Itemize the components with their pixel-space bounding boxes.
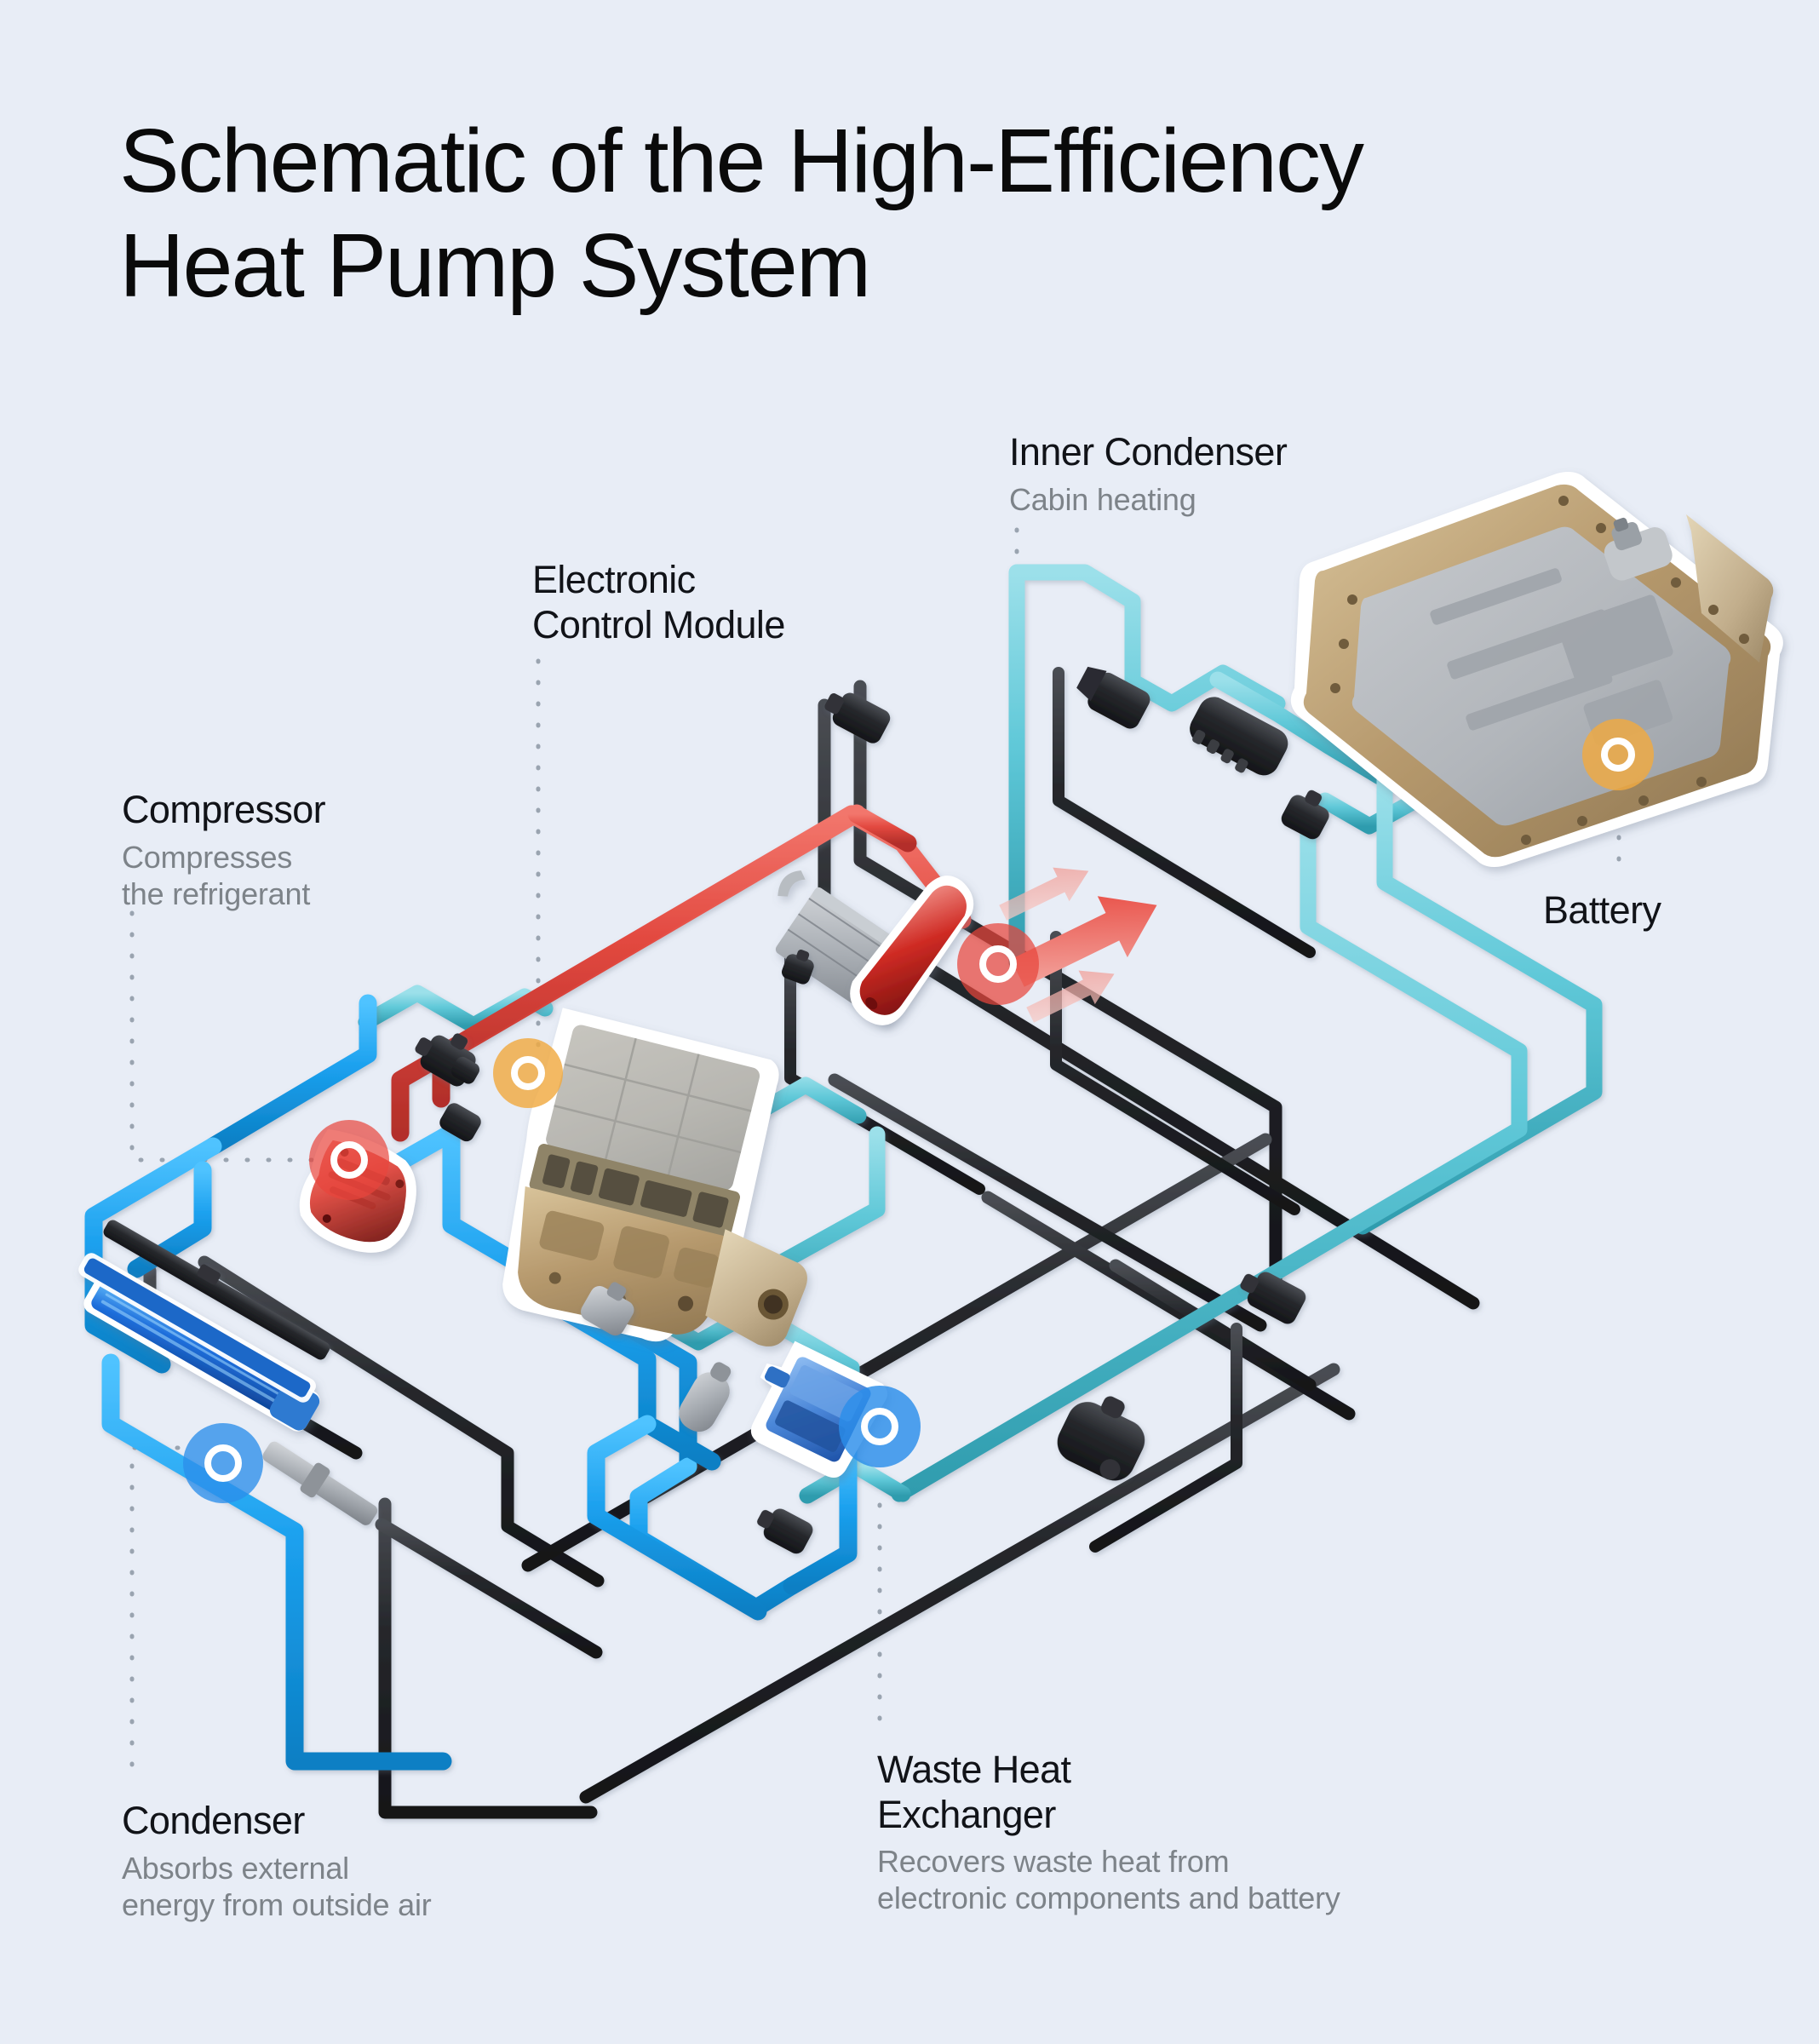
label-compressor-subtitle: Compresses the refrigerant	[122, 839, 311, 911]
valve-coolant-junction	[1076, 666, 1151, 729]
valve-top-center	[824, 692, 891, 744]
coolant-right-long	[891, 801, 1528, 1502]
valve-right-lower	[1240, 1272, 1306, 1324]
marker-compressor[interactable]	[309, 1120, 389, 1200]
label-inner-condenser[interactable]: Inner Condenser Cabin heating	[1009, 430, 1288, 518]
valve-silver-mid	[581, 1282, 634, 1336]
inline-valves	[415, 666, 1329, 1554]
black-pipe-network	[143, 667, 1480, 1819]
page-title: Schematic of the High-Efficiency Heat Pu…	[119, 109, 1397, 319]
label-condenser[interactable]: Condenser Absorbs external energy from o…	[122, 1799, 432, 1923]
heat-arrows-group	[999, 867, 1157, 1023]
page-title-line-2: Heat Pump System	[119, 215, 871, 316]
label-waste-heat-exchanger-title: Waste Heat Exchanger	[877, 1748, 1071, 1836]
label-electronic-control-module-title: Electronic Control Module	[532, 558, 785, 646]
component-markers[interactable]	[183, 719, 1654, 1503]
condenser-bracket	[262, 1441, 378, 1525]
leader-condenser	[129, 1445, 200, 1767]
valve-battery-inlet	[1281, 789, 1329, 840]
label-inner-condenser-title: Inner Condenser	[1009, 430, 1288, 474]
label-condenser-title: Condenser	[122, 1799, 305, 1842]
heat-arrow-small-bottom	[1026, 970, 1115, 1023]
coolant-battery-inlet	[1209, 671, 1388, 785]
valve-bottom-center	[757, 1508, 813, 1554]
heat-arrow-large	[1011, 896, 1157, 987]
label-waste-heat-exchanger[interactable]: Waste Heat Exchanger Recovers waste heat…	[877, 1748, 1340, 1917]
condenser-frame	[103, 1220, 330, 1360]
label-compressor-title: Compressor	[122, 788, 326, 831]
label-inner-condenser-subtitle: Cabin heating	[1009, 481, 1196, 517]
label-compressor[interactable]: Compressor Compresses the refrigerant	[122, 788, 326, 912]
label-battery[interactable]: Battery	[1543, 888, 1661, 933]
cold-whx-in	[783, 1438, 858, 1595]
electronic-control-module-component[interactable]	[484, 1007, 857, 1375]
cold-left-riser	[204, 994, 377, 1156]
leader-lines	[129, 527, 1621, 1767]
label-condenser-subtitle: Absorbs external energy from outside air	[122, 1850, 432, 1922]
inner-condenser-component[interactable]	[828, 866, 1000, 1036]
valve-small-extra	[450, 1056, 480, 1084]
accumulator-cylinder	[679, 1362, 732, 1433]
label-battery-title: Battery	[1543, 888, 1661, 932]
marker-electronic-control-module[interactable]	[493, 1038, 563, 1108]
battery-component[interactable]	[1290, 472, 1783, 867]
page-title-line-1: Schematic of the High-Efficiency	[119, 111, 1364, 211]
heat-arrow-small-top	[999, 867, 1089, 921]
expansion-tank	[1057, 1396, 1145, 1481]
marker-condenser[interactable]	[183, 1423, 263, 1503]
label-waste-heat-exchanger-subtitle: Recovers waste heat from electronic comp…	[877, 1844, 1340, 1916]
marker-battery[interactable]	[1582, 719, 1654, 790]
leader-compressor	[129, 910, 319, 1163]
label-electronic-control-module[interactable]: Electronic Control Module	[532, 558, 785, 647]
valve-lower-compressor	[439, 1103, 481, 1142]
cold-long-bottom	[101, 1353, 452, 1771]
inner-condenser-inlet-valve	[781, 950, 814, 985]
cold-ecm-bypass	[587, 1415, 767, 1621]
waste-heat-exchanger-component[interactable]	[734, 1335, 892, 1484]
marker-waste-heat-exchanger[interactable]	[839, 1386, 921, 1467]
condenser-component[interactable]	[76, 1250, 324, 1435]
coolant-reservoir	[1190, 697, 1288, 776]
hot-line-to-condenser	[847, 805, 917, 853]
marker-inner-condenser[interactable]	[957, 923, 1039, 1005]
